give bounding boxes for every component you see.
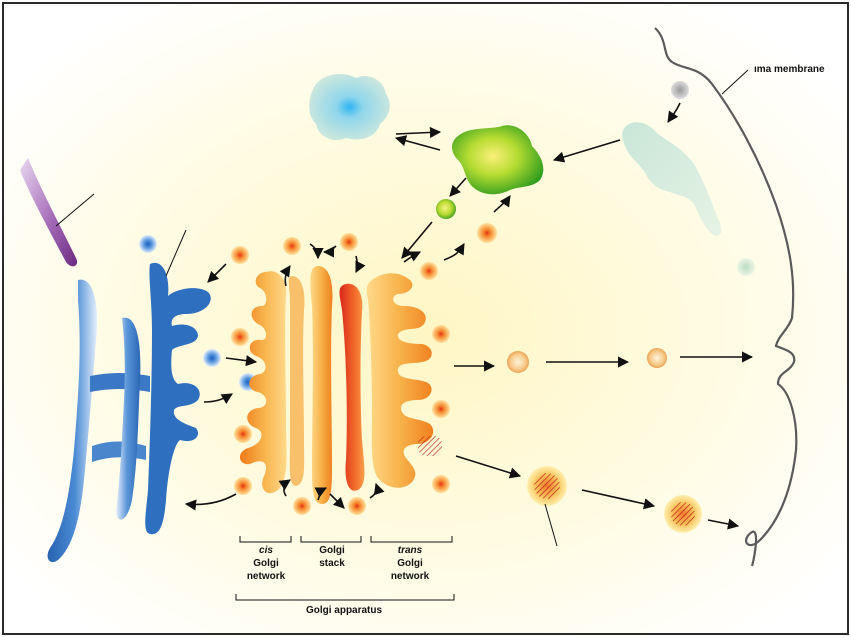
purple-organelle — [20, 158, 78, 267]
plasma-membrane — [654, 27, 798, 567]
orange-vesicle-10 — [432, 325, 450, 343]
orange-vesicle-6 — [234, 477, 252, 495]
golgi-medial-cisterna — [310, 266, 333, 504]
golgi-stack-bracket — [300, 536, 362, 543]
trans-label-2: Golgi — [397, 558, 423, 569]
cis-label-2: Golgi — [253, 558, 279, 569]
orange-vesicle-4 — [231, 328, 249, 346]
blue-vesicle-1 — [139, 235, 157, 253]
orange-vesicle-13 — [477, 223, 497, 243]
green-vesicle — [436, 199, 456, 219]
er-pointer — [165, 229, 187, 277]
grey-vesicle — [671, 81, 689, 99]
secretory-vesicle-2 — [647, 348, 667, 368]
cis-golgi-bracket — [239, 536, 292, 543]
er-outer-cisterna — [47, 279, 98, 563]
lysosome — [452, 125, 544, 195]
secretory-granule-pointer — [544, 503, 558, 547]
golgi-cis-cisterna — [239, 271, 287, 494]
blue-vesicle-2 — [203, 349, 221, 367]
cis-label-3: network — [247, 571, 286, 582]
er-inner-cisterna — [116, 317, 141, 520]
orange-vesicle-1 — [231, 246, 249, 264]
orange-vesicle-11 — [432, 400, 450, 418]
orange-vesicle-9 — [420, 262, 438, 280]
stack-label-1: Golgi — [319, 545, 345, 556]
trans-label-3: network — [391, 571, 430, 582]
early-endosome — [622, 122, 722, 236]
plasma-membrane-label: ıma membrane — [754, 64, 825, 75]
secretory-vesicle-1 — [507, 351, 529, 373]
golgi-trans-cisterna — [366, 273, 434, 488]
golgi-apparatus-label: Golgi apparatus — [306, 605, 383, 616]
stack-label-2: stack — [319, 558, 345, 569]
trans-golgi-bracket — [370, 536, 453, 543]
orange-vesicle-8 — [348, 497, 366, 515]
er-right-cisterna — [145, 262, 211, 535]
golgi-stack — [239, 266, 442, 504]
orange-vesicle-7 — [293, 497, 311, 515]
faint-green-vesicle — [737, 258, 755, 276]
endosome — [309, 74, 390, 141]
secretory-granule-2-core — [671, 502, 695, 526]
purple-organelle-pointer — [55, 193, 95, 227]
plasma-membrane-pointer — [721, 69, 749, 95]
endoplasmic-reticulum — [47, 262, 211, 563]
secretory-granule-1-core — [534, 473, 560, 499]
trans-label-1: trans — [398, 545, 423, 556]
orange-vesicle-3 — [340, 233, 358, 251]
golgi-cis-inner — [288, 276, 305, 486]
orange-vesicle-12 — [432, 475, 450, 493]
golgi-apparatus-bracket — [235, 594, 455, 601]
orange-vesicle-5 — [234, 425, 252, 443]
golgi-hatched-patch — [418, 436, 442, 456]
cis-label-1: cis — [259, 545, 273, 556]
orange-vesicle-2 — [283, 237, 301, 255]
golgi-red-cisterna — [339, 283, 365, 491]
transport-arrows — [184, 102, 754, 530]
